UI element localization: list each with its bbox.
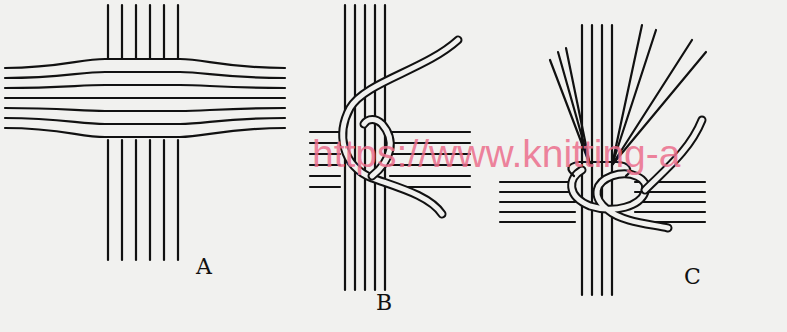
reed-stroke (635, 211, 705, 213)
reed-stroke (310, 131, 340, 133)
reed-stroke (177, 140, 179, 260)
reed-stroke (390, 131, 470, 133)
reed-stroke (177, 5, 179, 58)
reed-stroke (121, 5, 123, 58)
reed-stroke (635, 201, 705, 203)
watermark: https://www.knitting-a (312, 134, 680, 173)
reed-stroke (310, 186, 340, 188)
reed-stroke (5, 85, 285, 88)
reed-stroke (163, 5, 165, 58)
reed-stroke (5, 97, 285, 99)
reed-stroke (163, 140, 165, 260)
figure-letter: B (376, 292, 392, 314)
reed-stroke (5, 59, 285, 68)
reed-stroke (107, 140, 109, 260)
reed-stroke (149, 140, 151, 260)
reed-stroke (500, 191, 575, 193)
reed-stroke (500, 221, 575, 223)
reed-stroke (500, 201, 575, 203)
reed-stroke (149, 5, 151, 58)
reed-stroke (107, 5, 109, 58)
reed-stroke (390, 175, 470, 177)
reed-stroke (5, 128, 285, 137)
reed-stroke (500, 181, 575, 183)
figure-letter: C (684, 266, 701, 288)
reed-stroke (135, 140, 137, 260)
reed-stroke (310, 175, 340, 177)
reed-stroke (121, 140, 123, 260)
reed-stroke (500, 211, 575, 213)
reed-stroke (5, 108, 285, 111)
reed-stroke (5, 72, 285, 78)
reed-stroke (135, 5, 137, 58)
figure-letter: A (196, 256, 212, 278)
reed-stroke (5, 118, 285, 124)
